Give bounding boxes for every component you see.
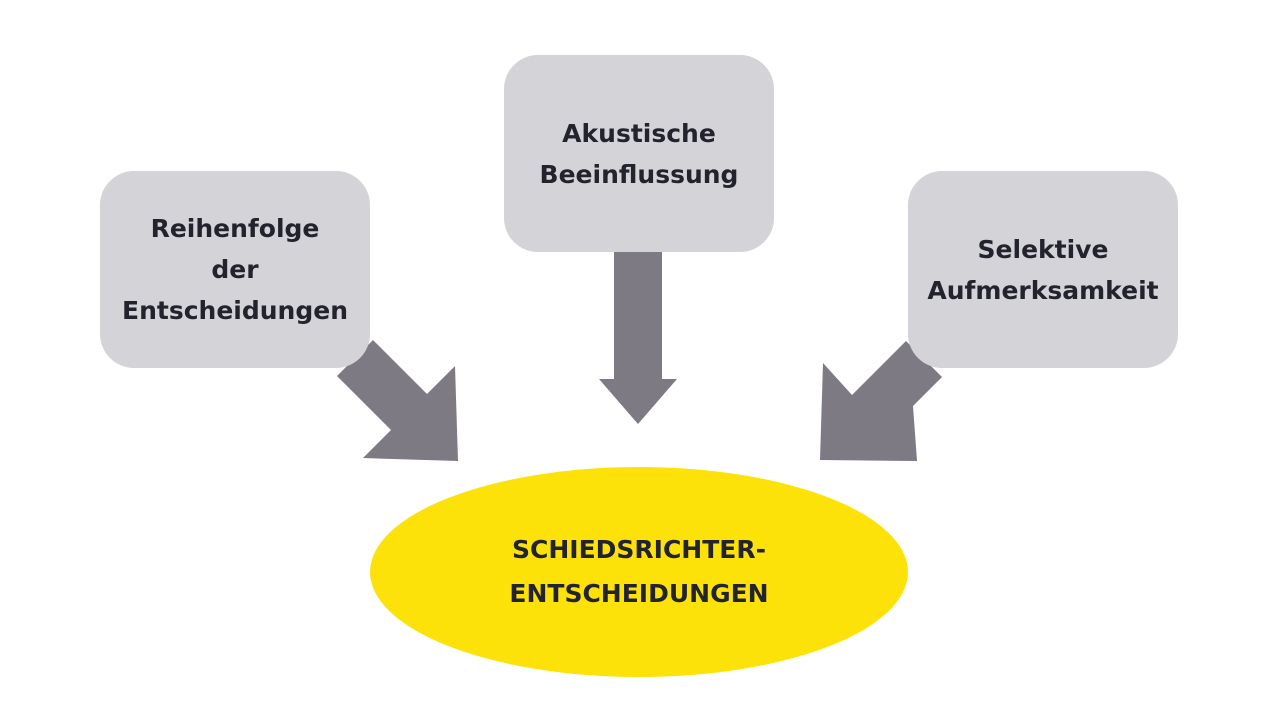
factor-label-attention: Selektive Aufmerksamkeit [927,234,1159,305]
factor-label-acoustic: Akustische Beeinflussung [539,118,739,189]
factor-box-attention: Selektive Aufmerksamkeit [908,171,1178,368]
arrow-top [599,252,677,424]
target-label: SCHIEDSRICHTER- ENTSCHEIDUNGEN [509,535,769,608]
factor-box-order: Reihenfolge der Entscheidungen [100,171,370,368]
factor-box-acoustic: Akustische Beeinflussung [504,55,774,252]
arrow-left [337,340,458,461]
target-ellipse: SCHIEDSRICHTER- ENTSCHEIDUNGEN [370,467,908,677]
arrow-right [820,341,942,461]
factor-label-order: Reihenfolge der Entscheidungen [122,214,348,325]
